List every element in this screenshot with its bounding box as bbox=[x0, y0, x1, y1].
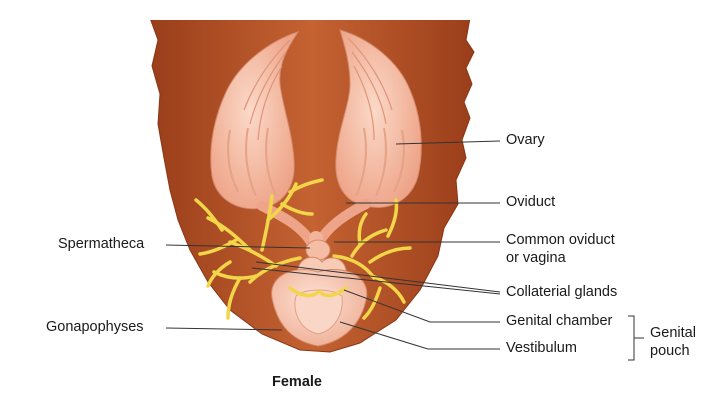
label-common-oviduct: Common oviduct bbox=[506, 232, 615, 248]
label-collaterial-glands: Collaterial glands bbox=[506, 284, 618, 300]
label-vestibulum: Vestibulum bbox=[506, 340, 577, 356]
leader-genital-chamber bbox=[343, 289, 431, 323]
label-ovary: Ovary bbox=[506, 132, 545, 148]
right-ovary bbox=[335, 29, 422, 208]
leader-gonapophyses bbox=[165, 327, 283, 331]
label-common-oviduct-2: or vagina bbox=[506, 250, 566, 266]
label-gonapophyses: Gonapophyses bbox=[46, 319, 144, 335]
leader-spermatheca bbox=[165, 244, 311, 249]
label-oviduct: Oviduct bbox=[506, 194, 556, 210]
label-genital-pouch: Genital bbox=[650, 325, 696, 341]
label-genital-pouch-2: pouch bbox=[650, 343, 690, 359]
label-spermatheca: Spermatheca bbox=[58, 236, 145, 252]
collaterial-glands bbox=[194, 178, 412, 320]
genital-pouch-bracket bbox=[628, 315, 644, 361]
leader-vestibulum bbox=[339, 321, 429, 350]
leader-lines bbox=[165, 140, 644, 361]
left-oviduct bbox=[257, 201, 317, 249]
leader-collaterial-1 bbox=[255, 261, 501, 293]
vestibulum bbox=[294, 289, 343, 335]
leader-ovary bbox=[395, 140, 501, 145]
label-genital-chamber: Genital chamber bbox=[506, 313, 613, 329]
leader-collaterial-2 bbox=[251, 267, 501, 295]
caption-female: Female bbox=[272, 374, 322, 390]
